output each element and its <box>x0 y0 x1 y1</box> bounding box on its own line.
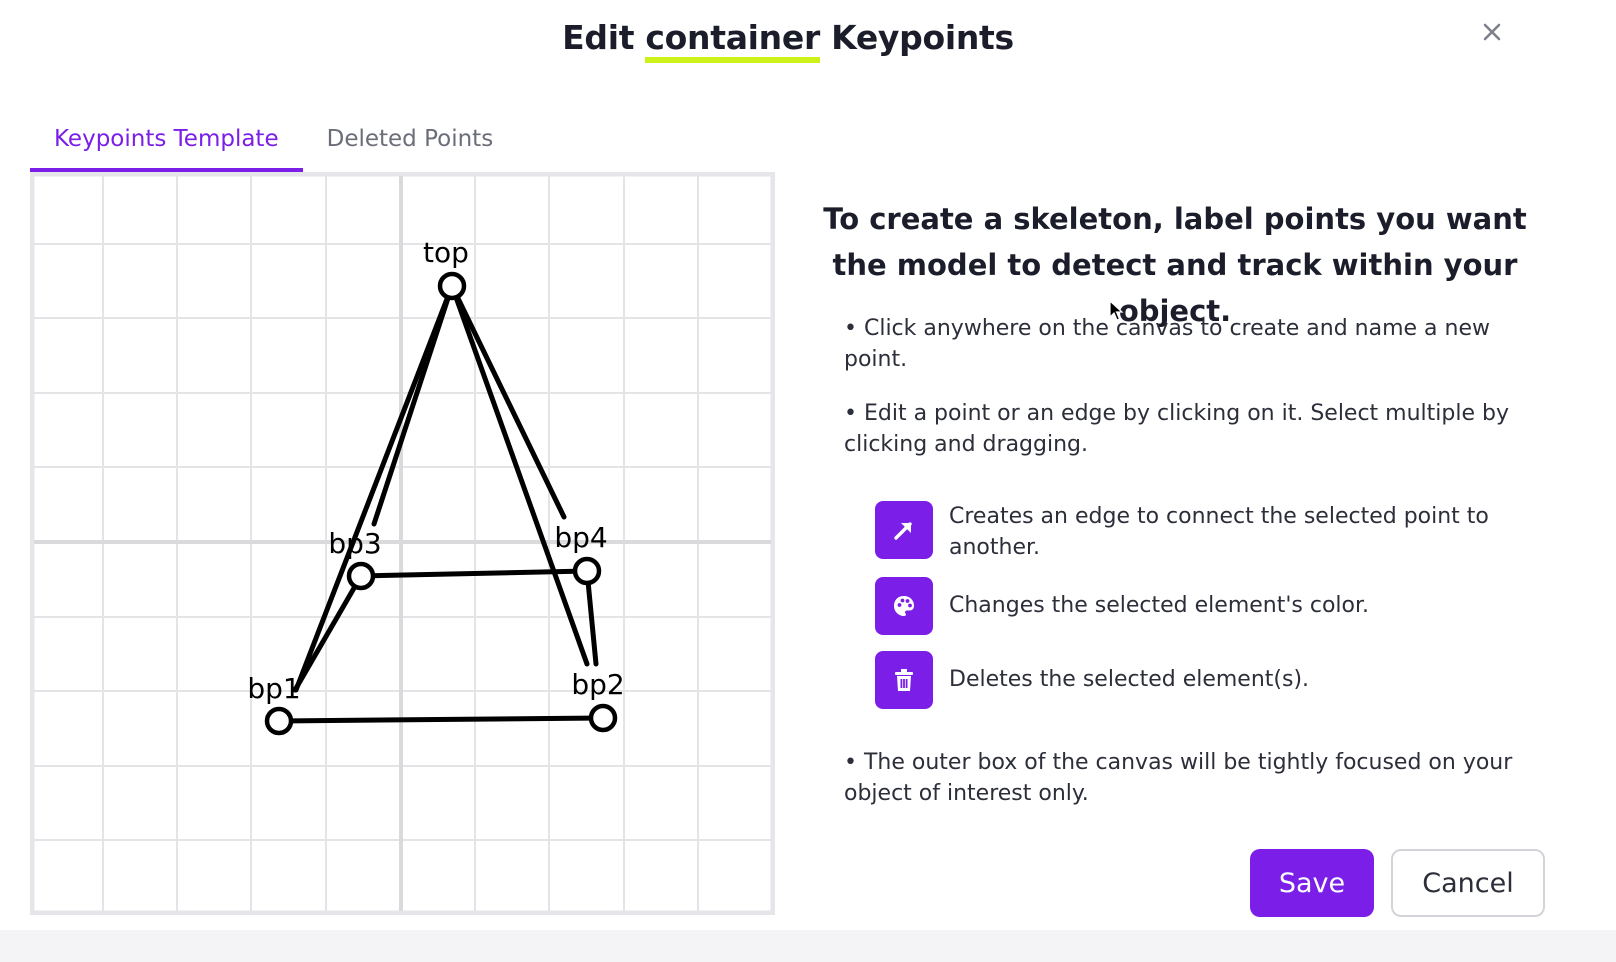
tool-description-color: Changes the selected element's color. <box>949 593 1370 618</box>
title-suffix: Keypoints <box>831 18 1014 57</box>
tool-description-edge: Creates an edge to connect the selected … <box>949 504 1489 560</box>
title-prefix: Edit <box>562 18 635 57</box>
modal-title: Edit container Keypoints <box>0 18 1576 63</box>
change-color-tool-button[interactable] <box>875 577 933 635</box>
skeleton-edges[interactable] <box>276 283 606 724</box>
instructions-heading: To create a skeleton, label points you w… <box>823 202 1527 328</box>
arrow-up-right-icon <box>894 522 912 540</box>
edge-bp3-bp1[interactable] <box>292 573 364 693</box>
edge-top-bp1[interactable] <box>293 283 455 693</box>
keypoint-bp2[interactable] <box>588 703 618 733</box>
mouse-cursor-icon <box>1109 300 1124 321</box>
keypoint-label-bp1: bp1 <box>247 672 300 705</box>
keypoint-bp4[interactable] <box>572 556 602 586</box>
save-button[interactable]: Save <box>1250 849 1374 917</box>
tool-legend-edge: Creates an edge to connect the selected … <box>875 501 1489 563</box>
title-object-name: container <box>645 18 820 63</box>
instruction-create-point: • Click anywhere on the canvas to create… <box>844 316 1490 372</box>
tool-legend-delete: Deletes the selected element(s). <box>875 651 1489 709</box>
edge-top-bp3[interactable] <box>371 283 455 527</box>
cancel-button[interactable]: Cancel <box>1391 849 1545 917</box>
keypoint-label-bp4: bp4 <box>554 521 607 554</box>
edge-bp1-bp2[interactable] <box>276 715 606 724</box>
keypoint-labels: top bp3 bp4 bp1 bp2 <box>247 236 624 705</box>
trash-icon <box>895 669 913 691</box>
edge-top-bp4[interactable] <box>449 283 567 520</box>
keypoint-canvas[interactable]: top bp3 bp4 bp1 bp2 <box>30 172 775 915</box>
tool-legend-color: Changes the selected element's color. <box>875 577 1489 635</box>
keypoint-label-bp3: bp3 <box>328 527 381 560</box>
tab-bar: Keypoints Template Deleted Points <box>30 110 517 173</box>
edge-bp3-bp4[interactable] <box>358 568 590 579</box>
close-button[interactable] <box>1474 14 1510 50</box>
tab-deleted-points[interactable]: Deleted Points <box>326 126 494 152</box>
keypoint-top[interactable] <box>437 271 467 301</box>
keypoint-bp1[interactable] <box>264 706 294 736</box>
edge-top-bp2[interactable] <box>449 283 590 667</box>
keypoint-label-bp2: bp2 <box>571 668 624 701</box>
keypoints[interactable] <box>264 271 618 736</box>
close-icon <box>1483 23 1501 41</box>
keypoint-bp3[interactable] <box>346 561 376 591</box>
tab-keypoints-template[interactable]: Keypoints Template <box>30 110 303 173</box>
tool-description-delete: Deletes the selected element(s). <box>949 667 1310 692</box>
palette-icon <box>894 596 914 616</box>
keypoint-label-top: top <box>423 236 469 269</box>
create-edge-tool-button[interactable] <box>875 501 933 559</box>
instruction-outer-box: • The outer box of the canvas will be ti… <box>844 750 1513 806</box>
delete-tool-button[interactable] <box>875 651 933 709</box>
grid-center-lines <box>34 176 771 911</box>
instruction-edit-point: • Edit a point or an edge by clicking on… <box>844 401 1509 457</box>
modal-bottom-strip <box>0 930 1616 962</box>
edge-bp4-bp2[interactable] <box>584 568 599 667</box>
